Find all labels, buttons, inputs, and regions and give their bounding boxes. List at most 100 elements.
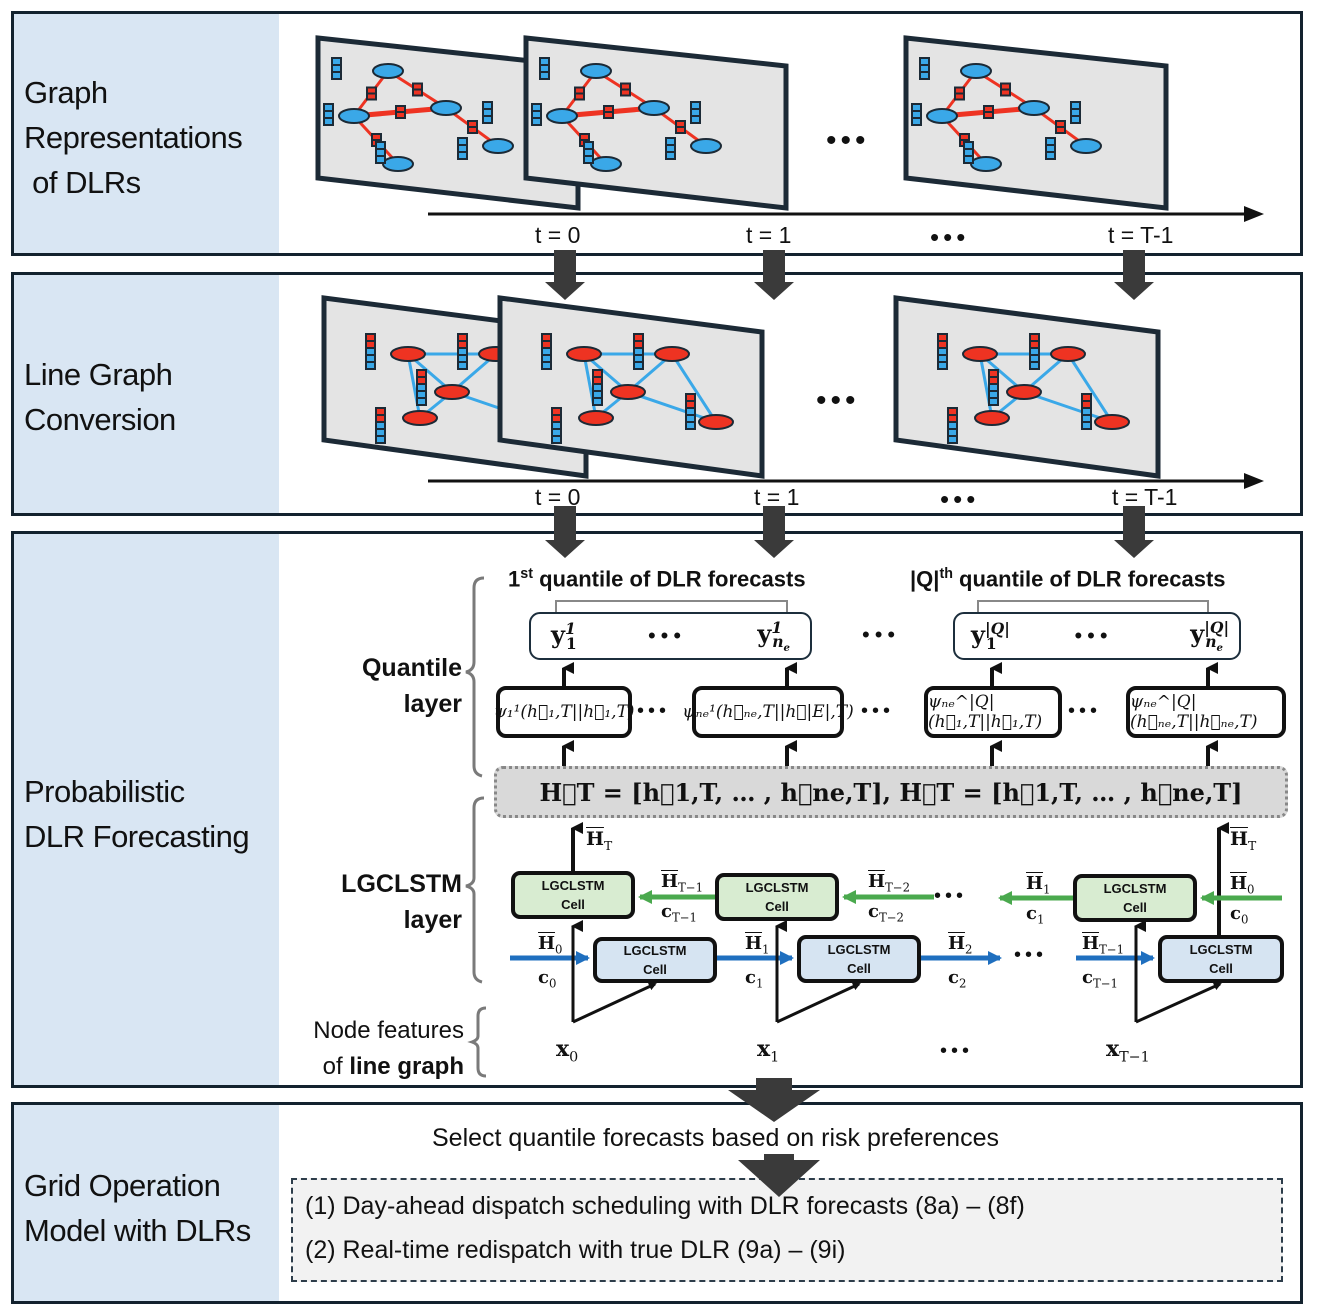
node-feature-cell xyxy=(585,143,592,148)
panel-label-line: Conversion xyxy=(24,402,176,437)
graph-node xyxy=(382,156,414,172)
edge-feature-cell xyxy=(1083,395,1090,400)
input-x: xT−1 xyxy=(1106,1036,1150,1066)
edge-feature-cell xyxy=(1002,90,1009,95)
edge-feature-cell xyxy=(1002,84,1009,89)
node-feature-cell xyxy=(585,150,592,155)
node-feature-cell xyxy=(418,385,425,390)
last-quantile-title: |Q|th quantile of DLR forecasts xyxy=(910,566,1226,592)
quantile-head-box: ψₙₑ^|Q|(h⃖₁,T||h⃗₁,T) xyxy=(924,686,1062,738)
backward-ellipsis: ••• xyxy=(934,885,968,907)
node-feature-cell xyxy=(459,153,466,158)
feature-vector xyxy=(395,105,406,119)
brace-lgclstm-layer xyxy=(465,796,485,984)
timeline-tick: t = T-1 xyxy=(1112,484,1178,510)
feature-vector xyxy=(919,57,930,80)
node-feature-cell xyxy=(333,73,340,78)
feature-vector xyxy=(675,120,686,134)
feature-vector xyxy=(911,103,922,126)
timeline-ellipsis: ••• xyxy=(940,484,980,514)
feature-vector-frame xyxy=(620,82,631,97)
feature-vector-frame xyxy=(603,105,614,119)
edge-feature-cell xyxy=(581,135,588,139)
edge-feature-cell xyxy=(939,342,946,347)
quantile-head-box: ψₙₑ¹(h⃖ₙₑ,T||h⃗|E|,T) xyxy=(682,686,854,738)
edge-feature-cell xyxy=(985,107,992,111)
feature-vector xyxy=(633,333,644,370)
timeline-tick: t = 1 xyxy=(754,484,800,510)
edge-feature-cell xyxy=(377,409,384,414)
graph-node xyxy=(546,108,578,124)
panel-label-line: DLR Forecasting xyxy=(24,819,250,854)
node-feature-cell xyxy=(990,392,997,397)
input-x: x0 xyxy=(556,1036,579,1066)
edge-feature-cell xyxy=(622,84,629,89)
node-feature-cell xyxy=(325,105,332,110)
edge-feature-cell xyxy=(622,90,629,95)
feature-vector xyxy=(1029,333,1040,370)
feature-vector xyxy=(416,369,427,406)
node-feature-cell xyxy=(377,430,384,435)
lgclstm-layer-label: LGCLSTM layer xyxy=(341,870,462,934)
node-feature-cell xyxy=(418,392,425,397)
node-feature-cell xyxy=(377,437,384,442)
feature-vector xyxy=(375,407,386,444)
edge-feature-cell xyxy=(418,378,425,383)
timeline-tick: t = T-1 xyxy=(1108,222,1174,248)
timeline-tick: t = 0 xyxy=(535,222,581,248)
edge-feature-cell xyxy=(687,395,694,400)
node-feature-cell xyxy=(533,112,540,117)
hidden-state-concat-bar: H⃖T = [h⃖1,T, … , h⃖ne,T], H⃗T = [h⃗1,T,… xyxy=(494,766,1288,818)
panel-label-bg: Graph Representations of DLRs xyxy=(14,14,279,253)
feature-vector xyxy=(531,103,542,126)
graph-node xyxy=(974,410,1010,426)
panel-label-bg: Line Graph Conversion xyxy=(14,275,279,513)
node-feature-cell xyxy=(913,119,920,124)
graph-node xyxy=(690,138,722,154)
edge-feature-cell xyxy=(459,342,466,347)
graph-node xyxy=(482,138,514,154)
output-box-last-quantile: y|Q|1 ••• y|Q|ne xyxy=(953,612,1241,660)
edge-feature-cell xyxy=(553,416,560,421)
brace-quantile-layer xyxy=(465,576,485,778)
node-feature-cell xyxy=(543,356,550,361)
edge-feature-cell xyxy=(543,335,550,340)
feature-vector-frame xyxy=(395,105,406,119)
edge-feature-cell xyxy=(687,402,694,407)
edge-line xyxy=(627,390,717,424)
panel-label-line: Graph xyxy=(24,75,108,110)
node-feature-cell xyxy=(459,146,466,151)
edge-line xyxy=(582,353,598,419)
select-quantile-text: Select quantile forecasts based on risk … xyxy=(432,1124,999,1152)
node-feature-cell xyxy=(484,103,491,108)
down-block-arrow xyxy=(1114,506,1154,558)
graph-node xyxy=(1018,100,1050,116)
edge-feature-cell xyxy=(397,107,404,111)
psi-ellipsis: ••• xyxy=(637,700,671,722)
edge-feature-cell xyxy=(418,371,425,376)
node-feature-cell xyxy=(939,356,946,361)
panel-label-bg: Grid Operation Model with DLRs xyxy=(14,1105,279,1301)
graph-node xyxy=(402,410,438,426)
quantile-ellipsis: ••• xyxy=(862,622,901,647)
node-feature-cell xyxy=(949,437,956,442)
down-block-arrow xyxy=(754,506,794,558)
edge-feature-cell xyxy=(949,409,956,414)
down-block-arrow xyxy=(754,250,794,300)
graph-node xyxy=(962,346,998,362)
node-feature-cell xyxy=(377,150,384,155)
graph-slide xyxy=(315,35,581,211)
node-feature-cell xyxy=(965,150,972,155)
node-feature-cell xyxy=(635,363,642,368)
node-feature-cell xyxy=(687,416,694,421)
feature-vector-frame xyxy=(366,86,377,101)
edge-feature-cell xyxy=(677,128,684,132)
node-feature-cell xyxy=(484,110,491,115)
node-feature-cell xyxy=(949,430,956,435)
graph-slide xyxy=(903,35,1169,211)
edge-feature-cell xyxy=(576,94,583,99)
edge-line xyxy=(1066,353,1114,423)
